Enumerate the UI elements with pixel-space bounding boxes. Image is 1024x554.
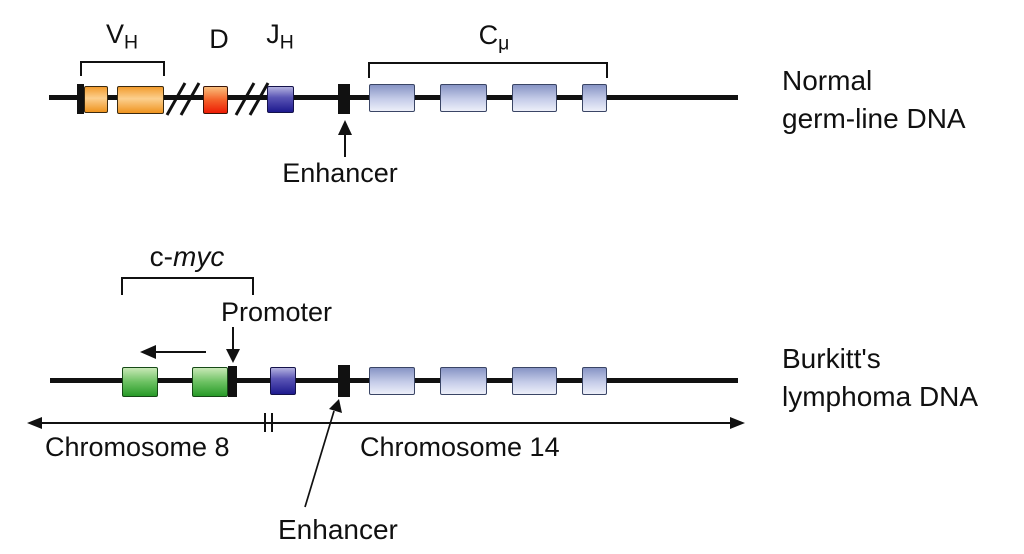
lymphoma-caption-line2: lymphoma DNA bbox=[782, 381, 979, 412]
vh-label-sub: H bbox=[123, 31, 139, 54]
cmyc-label: c-myc bbox=[131, 241, 243, 273]
cmyc-label-gene: myc bbox=[173, 241, 225, 272]
cmu-exon-4-lymphoma bbox=[582, 367, 607, 395]
cmu-exon-2 bbox=[440, 84, 487, 112]
jh-label-sub: H bbox=[279, 31, 294, 54]
lymphoma-enhancer-tick bbox=[338, 365, 350, 397]
cmu-bracket bbox=[368, 62, 608, 78]
jh-label: JH bbox=[256, 19, 304, 54]
cmyc-exon-1 bbox=[122, 367, 158, 397]
vh-label: VH bbox=[96, 19, 148, 54]
normal-start-tick bbox=[77, 84, 84, 114]
transcription-direction-arrow bbox=[140, 345, 206, 359]
normal-enhancer-tick bbox=[338, 84, 350, 114]
vh-exon-1 bbox=[84, 86, 108, 113]
vh-label-base: V bbox=[105, 19, 124, 49]
cmu-label-base: C bbox=[478, 20, 499, 50]
enhancer-up-arrow bbox=[338, 120, 352, 157]
d-label: D bbox=[209, 24, 229, 54]
chromosome-8-label: Chromosome 8 bbox=[45, 432, 230, 462]
promoter-down-arrow bbox=[226, 327, 240, 363]
cmu-exon-2-lymphoma bbox=[440, 367, 487, 395]
lymphoma-caption-line1: Burkitt's bbox=[782, 343, 881, 374]
normal-line-break-marks bbox=[165, 82, 270, 116]
jh-segment-box-lymphoma bbox=[270, 367, 296, 395]
cmu-exon-3-lymphoma bbox=[512, 367, 557, 395]
cmu-exon-3 bbox=[512, 84, 557, 112]
cmyc-exon-2 bbox=[192, 367, 228, 397]
enhancer-diagonal-arrow bbox=[304, 399, 342, 508]
vh-exon-2 bbox=[117, 86, 164, 114]
enhancer-label-bottom: Enhancer bbox=[278, 514, 398, 545]
lymphoma-caption: Burkitt's lymphoma DNA bbox=[782, 340, 978, 416]
d-segment-box bbox=[203, 86, 228, 114]
cmu-label: Cμ bbox=[466, 20, 522, 55]
enhancer-label-top: Enhancer bbox=[282, 158, 398, 188]
normal-caption: Normal germ-line DNA bbox=[782, 62, 966, 138]
promoter-tick bbox=[228, 366, 237, 397]
cmyc-bracket bbox=[121, 277, 254, 295]
jh-label-base: J bbox=[266, 19, 280, 49]
normal-caption-line2: germ-line DNA bbox=[782, 103, 966, 134]
cmu-label-sub: μ bbox=[498, 32, 510, 55]
cmu-exon-1-lymphoma bbox=[369, 367, 415, 395]
chromosome-14-label: Chromosome 14 bbox=[360, 432, 560, 462]
normal-caption-line1: Normal bbox=[782, 65, 873, 96]
chromosome-axis bbox=[27, 413, 745, 432]
cmyc-label-prefix: c- bbox=[149, 241, 173, 272]
cmu-exon-4 bbox=[582, 84, 607, 112]
promoter-label: Promoter bbox=[221, 297, 333, 327]
jh-segment-box bbox=[267, 86, 294, 113]
cmu-exon-1 bbox=[369, 84, 415, 112]
vh-bracket bbox=[80, 61, 165, 76]
